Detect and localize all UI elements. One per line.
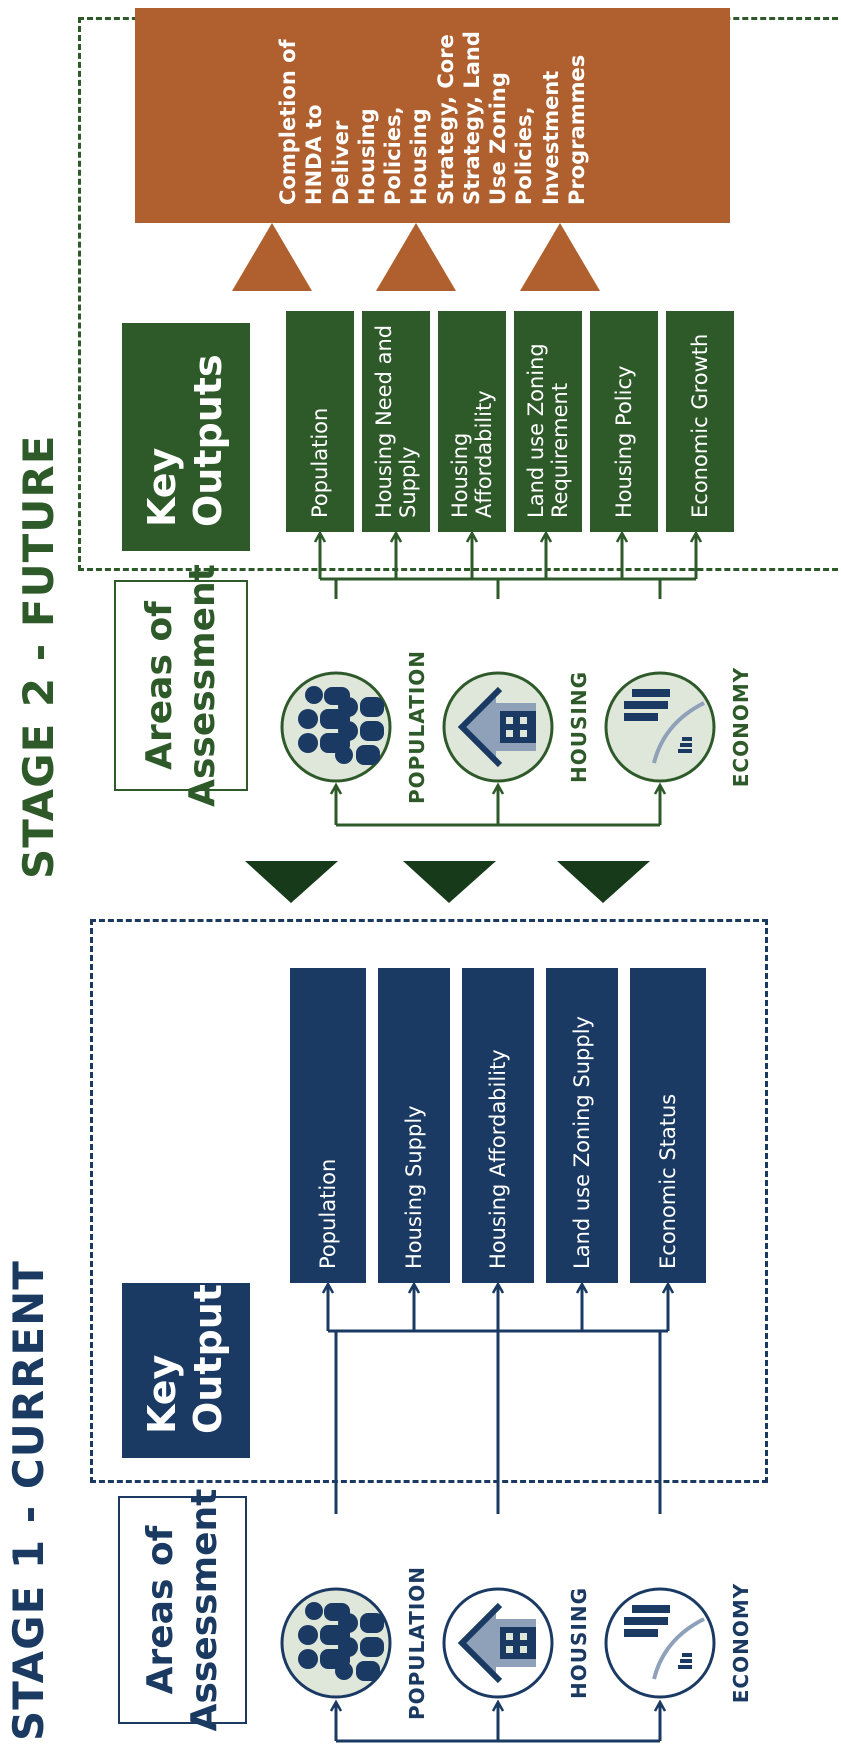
stage2-economy-label: ECONOMY bbox=[729, 666, 753, 788]
stage1-housing-circle bbox=[442, 1587, 554, 1699]
stage1-areas-title: Areas of Assessment bbox=[118, 1489, 247, 1731]
stage2-housing-label: HOUSING bbox=[567, 671, 591, 783]
stage1-output-population: Population bbox=[290, 968, 366, 1283]
stage1-output-land-use-zoning-supply: Land use Zoning Supply bbox=[546, 968, 618, 1283]
stage2-output-housing-need-and-supply: Housing Need and Supply bbox=[362, 311, 430, 532]
stage2-output-housing-affordability: Housing Affordability bbox=[438, 311, 506, 532]
population-icon bbox=[280, 671, 392, 783]
population-icon bbox=[280, 1587, 392, 1699]
housing-icon bbox=[442, 1587, 554, 1699]
stage1-title: STAGE 1 - CURRENT bbox=[4, 1260, 53, 1741]
stage2-output-population: Population bbox=[286, 311, 354, 532]
stage2-key-outputs-title: Key Outputs bbox=[122, 323, 250, 551]
stage1-population-circle bbox=[280, 1587, 392, 1699]
economy-icon bbox=[604, 671, 716, 783]
stage1-economy-label: ECONOMY bbox=[729, 1582, 753, 1704]
stage2-population-label: POPULATION bbox=[405, 649, 429, 805]
housing-icon bbox=[442, 671, 554, 783]
stage2-title: STAGE 2 - FUTURE bbox=[14, 434, 63, 879]
economy-icon bbox=[604, 1587, 716, 1699]
stage-transition-arrows bbox=[245, 861, 650, 903]
stage2-population-circle bbox=[280, 671, 392, 783]
stage1-key-outputs-title: Key Outputs bbox=[122, 1261, 250, 1458]
stage1-output-housing-affordability: Housing Affordability bbox=[462, 968, 534, 1283]
stage2-housing-circle bbox=[442, 671, 554, 783]
stage2-output-land-use-zoning-requirement: Land use Zoning Requirement bbox=[514, 311, 582, 532]
stage2-areas-title: Areas of Assessment bbox=[114, 564, 248, 807]
stage2-economy-circle bbox=[604, 671, 716, 783]
final-output-box: Completion of HNDA to Deliver Housing Po… bbox=[135, 8, 730, 223]
final-transition-arrows bbox=[232, 223, 600, 291]
stage1-output-housing-supply: Housing Supply bbox=[378, 968, 450, 1283]
stage1-population-label: POPULATION bbox=[405, 1565, 429, 1721]
stage2-output-economic-growth: Economic Growth bbox=[666, 311, 734, 532]
stage1-housing-label: HOUSING bbox=[567, 1587, 591, 1699]
stage1-economy-circle bbox=[604, 1587, 716, 1699]
stage1-output-economic-status: Economic Status bbox=[630, 968, 706, 1283]
stage2-output-housing-policy: Housing Policy bbox=[590, 311, 658, 532]
